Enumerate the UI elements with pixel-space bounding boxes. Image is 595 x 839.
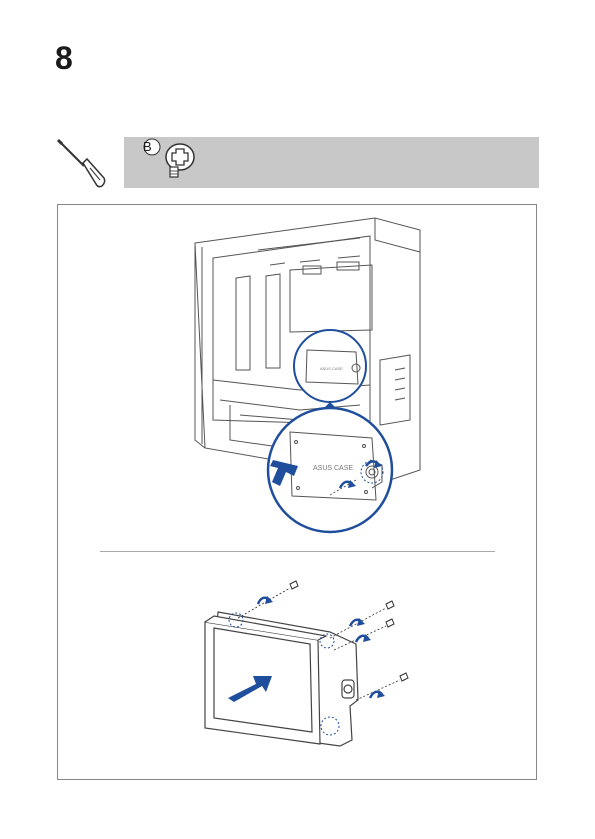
- ssd-illustration: [0, 0, 595, 839]
